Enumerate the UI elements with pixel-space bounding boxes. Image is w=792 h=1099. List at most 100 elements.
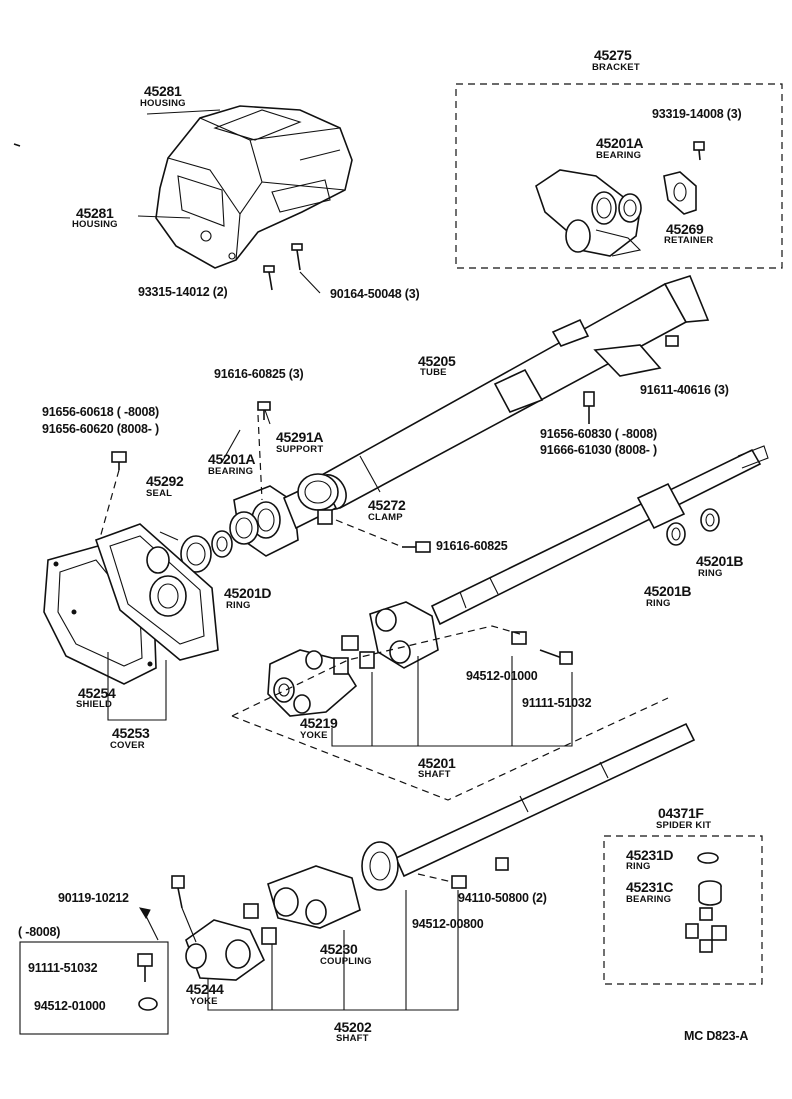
nut-94110-number: 94110-50800 (2) [458,891,547,905]
lower-shaft-illustration [361,722,696,891]
nut-94512-00800-illustration [451,875,467,889]
housing-upper-number: 45281 [144,83,182,99]
leader [137,215,191,219]
lower-yoke-illustration [185,903,277,981]
leader [159,531,179,541]
nut-94512-lower-number: 94512-01000 [34,999,106,1013]
bearing-support-name: BEARING [208,466,254,477]
nut-94110-illustration [495,857,509,871]
bolt-91111-upper-number: 91111-51032 [522,696,592,710]
spider-ring-illustration [697,852,719,864]
cover-name: COVER [110,740,145,751]
nut-94512-lower-illustration [138,997,158,1011]
bearing-support-number: 45201A [208,451,256,467]
shaft-upper-bracket-leader [331,672,573,747]
yoke-lower-name: YOKE [190,996,218,1007]
bearing-bracket-number: 45201A [596,135,644,151]
bolt-91616-upper-illustration [257,401,271,420]
leader [146,109,221,115]
leader [299,271,321,294]
upper-shaft-illustration [369,445,769,669]
bolt-91616-lower-number: 91616-60825 [436,539,508,553]
coupling-name: COUPLING [320,956,372,967]
bearing-support-illustration [229,511,259,545]
spider-kit-box [603,835,763,985]
tube-number: 45205 [418,353,456,369]
bolt-91111-lower-illustration [137,953,153,982]
coupling-illustration [267,865,361,929]
cover-illustration [94,523,219,661]
date-range-label: ( -8008) [18,925,61,939]
bracket-name: BRACKET [592,62,640,73]
bolt-91656-c-number: 91656-60830 ( -8008) [540,427,657,441]
bolt-91656-b-number: 91656-60620 (8008- ) [42,422,159,436]
leader [221,429,241,463]
yoke-lower-number: 45244 [186,981,224,997]
spider-bearing-illustration [698,880,722,906]
housing-lower-number: 45281 [76,205,114,221]
seal-number: 45292 [146,473,184,489]
bolt-91616-upper-number: 91616-60825 (3) [214,367,304,381]
bolt-90119-illustration [171,875,185,909]
bearing-spider-name: BEARING [626,894,672,905]
ring-spider-number: 45231D [626,847,674,863]
ring-d-number: 45201D [224,585,272,601]
bearing-bracket-name: BEARING [596,150,642,161]
seal-illustration [180,535,212,573]
retainer-number: 45269 [666,221,704,237]
shaft-lower-number: 45202 [334,1019,372,1035]
shield-name: SHIELD [76,699,113,710]
nut-94512-00800-number: 94512-00800 [412,917,484,931]
bracket-illustration [535,141,705,257]
bolt-91656-illustration [111,451,127,470]
shaft-lower-name: SHAFT [336,1033,369,1044]
bolt-91656-a-number: 91656-60618 ( -8008) [42,405,159,419]
nut-94512-upper-number: 94512-01000 [466,669,538,683]
shaft-upper-name: SHAFT [418,769,451,780]
bolt-93315-illustration [263,265,275,291]
clamp-illustration [297,473,339,525]
ring-d-name: RING [226,600,251,611]
ring-b-right-name: RING [698,568,723,579]
ring-b-right-number: 45201B [696,553,744,569]
clamp-name: CLAMP [368,512,403,523]
bracket-group-box [455,83,783,269]
retainer-name: RETAINER [664,235,714,246]
clamp-number: 45272 [368,497,406,513]
bolt-91111-upper-illustration [539,649,573,665]
spider-kit-number: 04371F [658,805,704,821]
bolt-91666-number: 91666-61030 (8008- ) [540,443,657,457]
yoke-upper-number: 45219 [300,715,338,731]
tube-name: TUBE [420,367,447,378]
bracket-number: 45275 [594,47,632,63]
ring-b-left-name: RING [646,598,671,609]
ring-d-illustration [211,530,233,558]
cover-number: 45253 [112,725,150,741]
bolt-91111-lower-number: 91111-51032 [28,961,98,975]
bolt-90119-number: 90119-10212 [58,891,129,905]
seal-name: SEAL [146,488,173,499]
diagram-code: MC D823-A [684,1029,749,1043]
shield-number: 45254 [78,685,116,701]
upper-group-outline [231,697,669,801]
date-range-box [19,941,169,1035]
ring-spider-name: RING [626,861,651,872]
housing-upper-name: HOUSING [140,98,186,109]
housing-illustration [155,105,353,269]
cover-bracket-leader [107,660,167,721]
leader [264,409,271,425]
support-name: SUPPORT [276,444,324,455]
nut-94512-upper-illustration [511,631,527,645]
shaft-upper-number: 45201 [418,755,456,771]
bearing-spider-number: 45231C [626,879,674,895]
coupling-number: 45230 [320,941,358,957]
spider-illustration [685,907,727,953]
bolt-90164-illustration [291,243,303,271]
bolt-91611-number: 91611-40616 (3) [640,383,729,397]
housing-lower-name: HOUSING [72,219,118,230]
yoke-upper-name: YOKE [300,730,328,741]
upper-group-outline [231,625,521,717]
bolt-91616-lower-illustration [402,541,431,553]
